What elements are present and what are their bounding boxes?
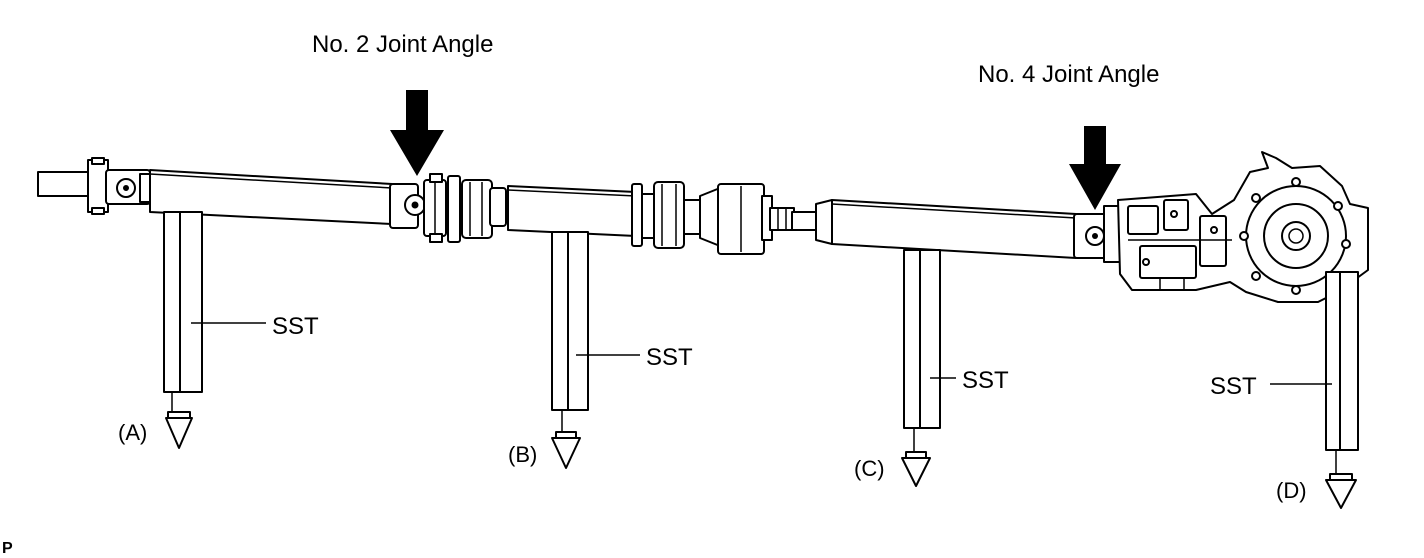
plumb-bob-icon (1325, 479, 1357, 509)
propeller-shaft-assembly (37, 151, 1369, 303)
sst-gauge-b: SST (B) (508, 231, 693, 469)
slip-yoke-spline (769, 199, 833, 245)
joint-angle-callout-no2: No. 2 Joint Angle (312, 31, 493, 176)
point-label: (B) (508, 442, 537, 467)
rear-differential (1117, 151, 1369, 303)
front-stub-shaft (37, 171, 95, 197)
sst-gauge-c: SST (C) (854, 249, 1009, 487)
no2-joint-angle-label: No. 2 Joint Angle (312, 31, 493, 58)
down-arrow-icon (1069, 126, 1121, 210)
sst-label: SST (646, 344, 693, 371)
figure-code: P (2, 540, 13, 557)
down-arrow-icon (390, 90, 444, 176)
point-label: (A) (118, 420, 147, 445)
rear-shaft-tube (831, 199, 1077, 259)
plumb-bob-icon (165, 417, 193, 449)
point-label: (D) (1276, 478, 1307, 503)
plumb-bob-icon (551, 437, 581, 469)
sst-gauge-d: SST (D) (1210, 271, 1359, 509)
sst-label: SST (272, 313, 319, 340)
sst-label: SST (962, 367, 1009, 394)
sst-label: SST (1210, 373, 1257, 400)
no4-joint-angle-label: No. 4 Joint Angle (978, 61, 1159, 88)
joint-angle-callout-no4: No. 4 Joint Angle (978, 61, 1159, 210)
no2-universal-joint (389, 173, 447, 243)
front-universal-joint (105, 169, 153, 205)
no4-universal-joint (1073, 205, 1121, 263)
center-support-bearing-1 (447, 175, 507, 243)
point-label: (C) (854, 456, 885, 481)
center-support-bearing-2 (631, 181, 773, 255)
plumb-bob-icon (901, 457, 931, 487)
sst-gauge-a: SST (A) (118, 211, 319, 449)
